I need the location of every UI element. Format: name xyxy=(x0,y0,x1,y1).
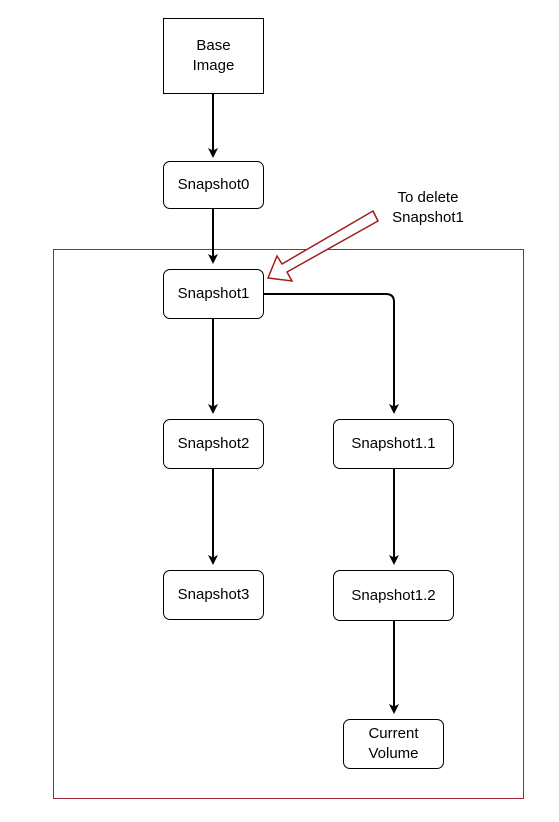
delete-callout-arrow xyxy=(266,209,379,282)
snapshot1-2-node: Snapshot1.2 xyxy=(333,570,454,621)
snapshot1-node: Snapshot1 xyxy=(163,269,264,319)
edge-snapshot1-to-snapshot1-1 xyxy=(263,293,399,414)
snapshot0-node: Snapshot0 xyxy=(163,161,264,209)
snapshot1-1-node: Snapshot1.1 xyxy=(333,419,454,469)
base-image-node: Base Image xyxy=(163,18,264,94)
snapshot2-node: Snapshot2 xyxy=(163,419,264,469)
current-volume-node: Current Volume xyxy=(343,719,444,769)
delete-annotation-label: To delete Snapshot1 xyxy=(392,189,464,226)
deletion-scope-boundary xyxy=(53,249,524,799)
snapshot3-node: Snapshot3 xyxy=(163,570,264,620)
